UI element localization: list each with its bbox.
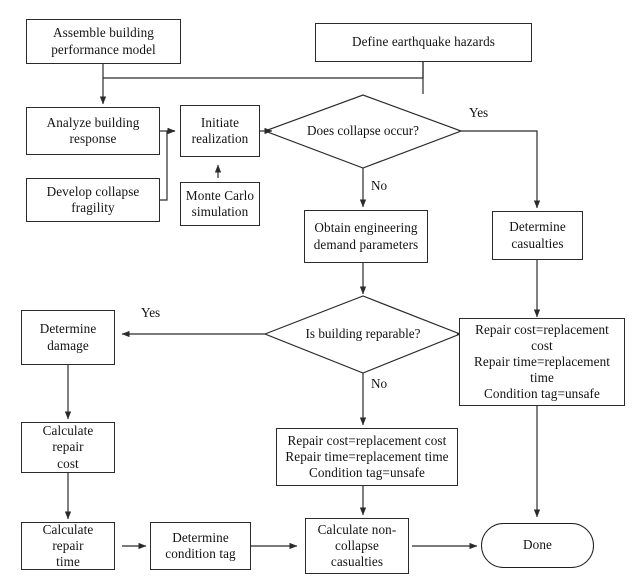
node-develop-collapse-fragility[interactable]: Develop collapse fragility: [26, 178, 160, 222]
node-done-terminal[interactable]: Done: [481, 523, 594, 568]
node-label: Calculate repair cost: [42, 423, 94, 471]
node-label: Monte Carlo simulation: [185, 187, 255, 219]
node-determine-casualties[interactable]: Determine casualties: [492, 211, 583, 260]
node-label: Calculate repair time: [42, 521, 94, 570]
node-define-earthquake-hazards[interactable]: Define earthquake hazards: [315, 23, 532, 62]
edge-fragility-to-initiate: [160, 127, 176, 201]
node-label: Define earthquake hazards: [351, 34, 496, 50]
node-label: Calculate non- collapse casualties: [317, 521, 397, 570]
edge-label-reparable-yes: Yes: [141, 305, 161, 320]
node-label: Determine casualties: [509, 219, 566, 251]
collapse-decision-diamond: [263, 94, 463, 169]
node-label: Repair cost=replacement cost Repair time…: [473, 321, 611, 402]
node-label: Done: [523, 537, 552, 553]
node-monte-carlo-simulation[interactable]: Monte Carlo simulation: [180, 182, 260, 226]
node-obtain-engineering-demand-parameters[interactable]: Obtain engineering demand parameters: [304, 210, 428, 263]
edge-collapse-yes: [461, 130, 541, 209]
edge-hazards-rail-left: [103, 62, 424, 79]
node-label: Analyze building response: [46, 114, 140, 146]
node-irreparable-replacement-values[interactable]: Repair cost=replacement cost Repair time…: [276, 428, 458, 486]
edge-label-collapse-no: No: [371, 178, 388, 193]
node-assemble-building-performance-model[interactable]: Assemble building performance model: [26, 19, 181, 64]
node-label: Initiate realization: [191, 114, 249, 146]
node-label: Determine damage: [39, 321, 97, 353]
node-collapse-replacement-values[interactable]: Repair cost=replacement cost Repair time…: [459, 318, 625, 406]
node-label: Obtain engineering demand parameters: [313, 220, 419, 252]
edge-label-reparable-no: No: [371, 376, 388, 391]
node-determine-condition-tag[interactable]: Determine condition tag: [150, 522, 251, 570]
node-initiate-realization[interactable]: Initiate realization: [180, 105, 260, 157]
node-calculate-repair-time[interactable]: Calculate repair time: [21, 522, 115, 570]
node-determine-damage[interactable]: Determine damage: [21, 310, 115, 365]
node-label: Assemble building performance model: [51, 25, 156, 57]
reparable-decision-diamond: [263, 295, 462, 374]
node-calculate-non-collapse-casualties[interactable]: Calculate non- collapse casualties: [305, 518, 409, 574]
node-label: Determine condition tag: [165, 529, 236, 561]
node-analyze-building-response[interactable]: Analyze building response: [26, 107, 160, 155]
node-label: Develop collapse fragility: [46, 183, 140, 215]
node-label: Repair cost=replacement cost Repair time…: [285, 432, 449, 481]
node-calculate-repair-cost[interactable]: Calculate repair cost: [21, 422, 115, 473]
edge-label-collapse-yes: Yes: [469, 105, 489, 120]
